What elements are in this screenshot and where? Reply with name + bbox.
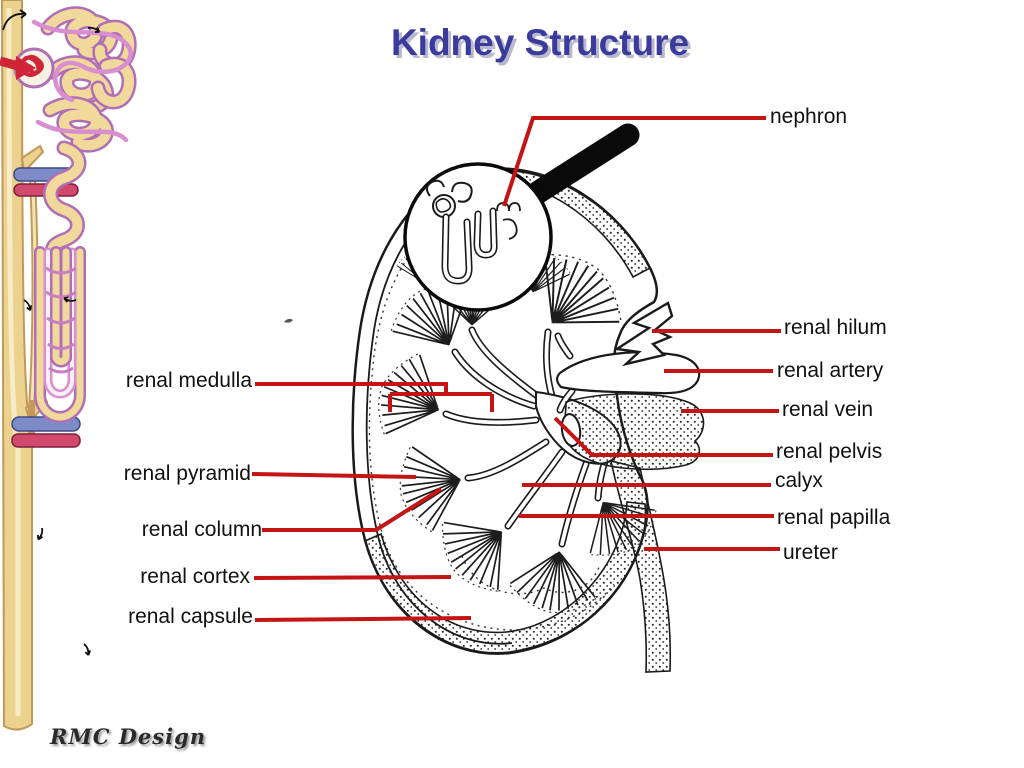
leader-nephron xyxy=(502,116,766,207)
renal-vein-shape xyxy=(560,393,705,471)
magnifier-handle xyxy=(525,123,640,205)
label-renal-cortex: renal cortex xyxy=(140,565,250,588)
leader-lines xyxy=(251,116,781,622)
page-title: Kidney Structure xyxy=(390,22,690,63)
leader-renal-pelvis xyxy=(553,416,773,457)
hilum-arrow xyxy=(613,301,674,367)
label-renal-medulla: renal medulla xyxy=(125,369,252,392)
cortex-boundary-dotted xyxy=(368,223,615,631)
label-renal-papilla: renal papilla xyxy=(777,506,891,529)
label-ureter: ureter xyxy=(783,541,838,564)
designer-signature: RMC Design xyxy=(50,724,207,749)
leader-renal-pyramid xyxy=(251,472,417,479)
renal-artery-shape xyxy=(554,332,701,414)
label-renal-vein: renal vein xyxy=(782,398,874,421)
arcuate-artery-lower xyxy=(11,433,81,448)
magnifying-glass-icon xyxy=(403,123,640,312)
convoluted-tubules xyxy=(31,6,137,264)
label-calyx: calyx xyxy=(775,469,823,492)
loop-of-henle xyxy=(34,246,86,423)
leader-renal-capsule xyxy=(254,616,472,622)
label-renal-column: renal column xyxy=(141,518,262,541)
leader-renal-cortex xyxy=(253,575,452,580)
nephron-illustration xyxy=(0,0,137,731)
ureter-shape xyxy=(609,459,672,673)
leader-renal-column xyxy=(262,487,443,532)
label-renal-capsule: renal capsule xyxy=(128,605,253,628)
afferent-arteriole-arrow xyxy=(16,56,36,80)
label-renal-pelvis: renal pelvis xyxy=(776,440,883,463)
stray-mark xyxy=(284,318,293,323)
glomerulus xyxy=(0,47,55,89)
label-nephron: nephron xyxy=(770,105,848,128)
leader-renal-medulla xyxy=(255,382,494,412)
top-left-swoosh xyxy=(2,9,27,31)
label-renal-artery: renal artery xyxy=(777,359,884,382)
calyces xyxy=(442,326,610,548)
magnified-nephron-sketch xyxy=(426,179,521,285)
papilla-boundary-dotted xyxy=(461,555,601,595)
label-renal-hilum: renal hilum xyxy=(784,316,887,339)
label-renal-pyramid: renal pyramid xyxy=(123,462,251,485)
